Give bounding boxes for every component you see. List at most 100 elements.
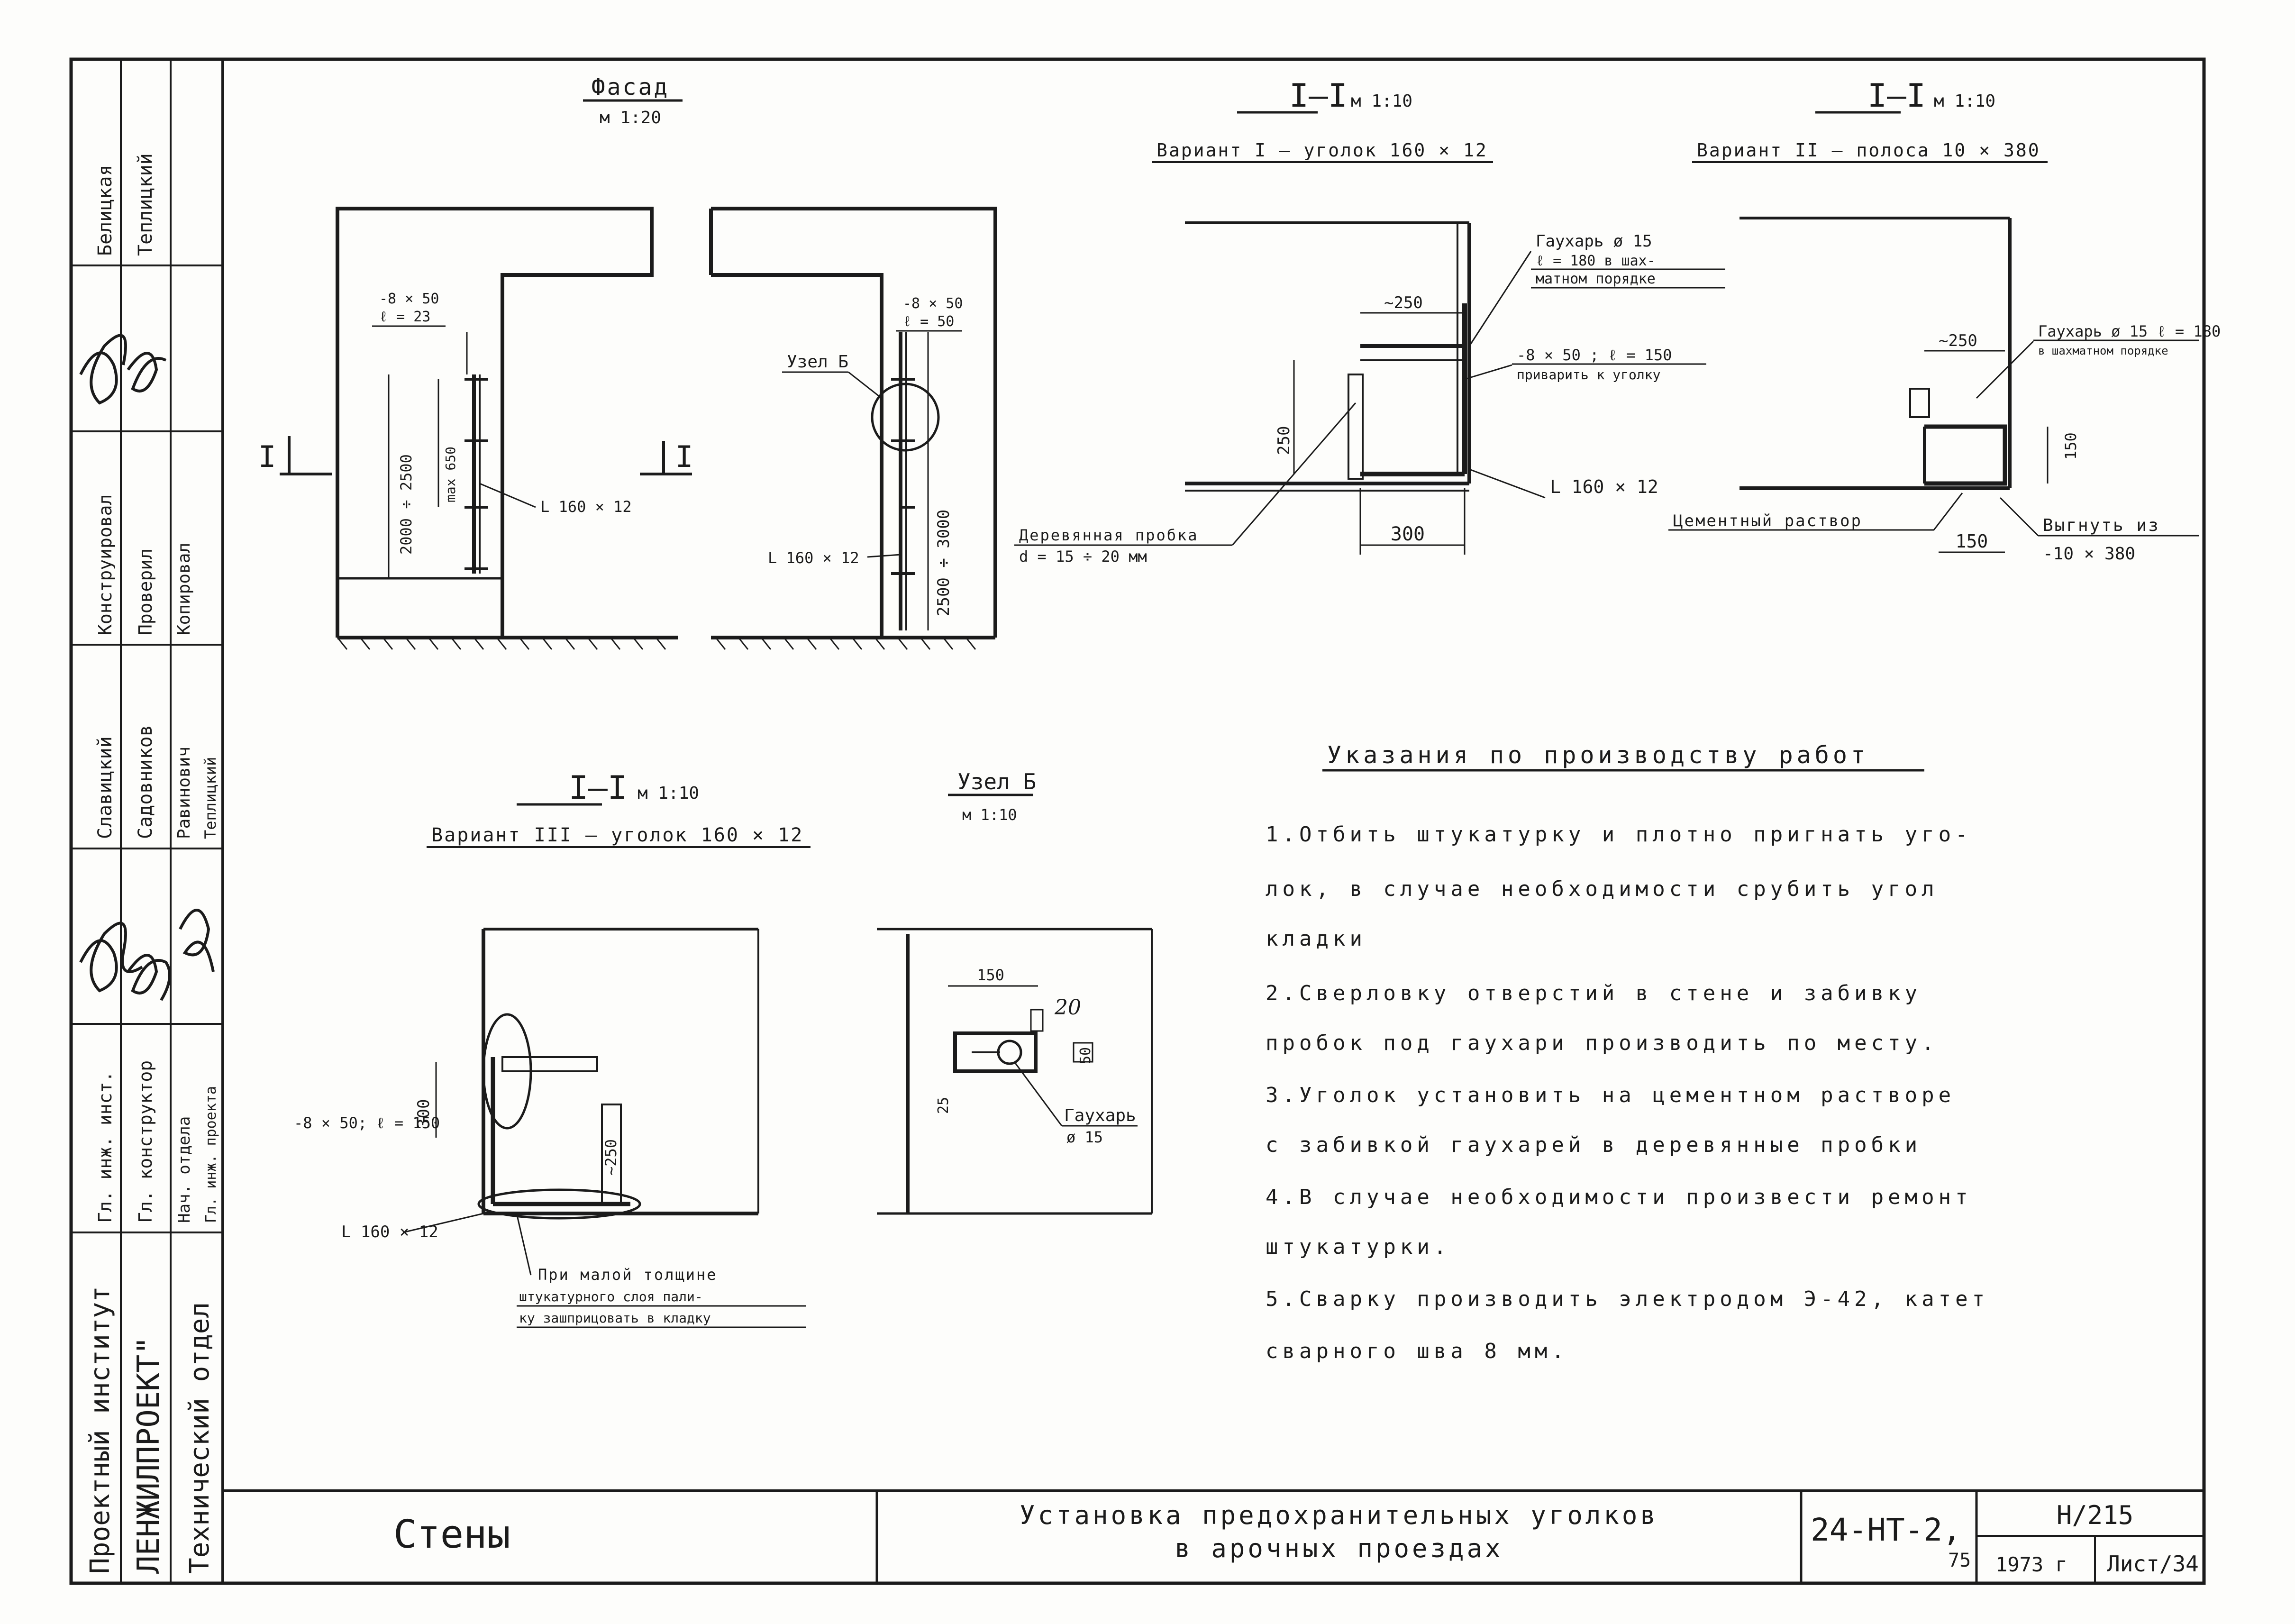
instructions: Указания по производству работ 1.Отбить … [1266, 741, 1989, 1363]
node-b-detail: Узел Б м 1:10 150 20 50 25 Гаухарь ø 15 [877, 769, 1153, 1215]
v1-scale: м 1:10 [1351, 91, 1412, 111]
stamp-institute: Проектный институт [85, 1286, 116, 1574]
node-b-gauge2: ø 15 [1066, 1128, 1103, 1146]
v3-angle: L 160 × 12 [341, 1223, 438, 1241]
instruction-line-5: пробок под гаухари производить по месту. [1266, 1031, 1939, 1055]
stamp-name-2: Садовников [135, 725, 156, 839]
stamp-role-2: Гл. конструктор [135, 1060, 156, 1223]
instruction-line-6: 3.Уголок установить на цементном раствор… [1266, 1083, 1955, 1107]
v1-dim-v: 250 [1275, 426, 1293, 455]
v1-dim-250: ~250 [1384, 293, 1423, 312]
instruction-line-4: 2.Сверловку отверстий в стене и забивку [1266, 981, 1922, 1005]
instruction-line-1: 1.Отбить штукатурку и плотно пригнать уг… [1266, 822, 1972, 847]
v2-mortar: Цементный раствор [1673, 511, 1862, 530]
facade-height-right: 2500 ÷ 3000 [934, 510, 953, 616]
v1-strip2: приварить к уголку [1517, 367, 1660, 383]
signature-5 [127, 352, 167, 392]
stamp-role-3: Нач. отдела [175, 1116, 194, 1223]
sheet-frame [69, 57, 2206, 1585]
instruction-line-11: сварного шва 8 мм. [1266, 1339, 1568, 1363]
stamp-role2-1: Конструировал [95, 494, 116, 635]
node-b-dim-150: 150 [977, 966, 1004, 984]
v3-dim-300: 300 [414, 1099, 433, 1128]
facade-scale: м 1:20 [600, 108, 661, 128]
v1-plug2: d = 15 ÷ 20 мм [1019, 547, 1147, 566]
title-line-2: в арочных проездах [1175, 1533, 1503, 1563]
title-block: Стены Установка предохранительных уголко… [393, 1500, 2199, 1577]
node-b-title: Узел Б [957, 769, 1036, 794]
v1-variant: Вариант I – уголок 160 × 12 [1157, 140, 1488, 161]
node-b-dim-50: 50 [1077, 1047, 1094, 1064]
instruction-line-10: 5.Сварку производить электродом Э-42, ка… [1266, 1287, 1989, 1311]
stamp-name-4: Теплицкий [201, 757, 219, 839]
node-b-dim-20: 20 [1054, 995, 1081, 1020]
facade-spacing: max 650 [443, 447, 458, 502]
v3-title: I–I [569, 769, 627, 807]
stamp-dept: Технический отдел [184, 1302, 215, 1574]
stamp-role-1: Гл. инж. инст. [95, 1071, 116, 1223]
instructions-heading: Указания по производству работ [1327, 741, 1869, 769]
v3-note-2: штукатурного слоя пали- [519, 1289, 703, 1305]
v3-strip: -8 × 50; ℓ = 150 [294, 1114, 440, 1132]
v2-dim-v: 150 [2062, 432, 2080, 460]
facade-title: Фасад [592, 74, 670, 100]
stamp-org: ЛЕНЖИЛПРОЕКТ" [131, 1336, 166, 1574]
signature-1 [79, 921, 143, 993]
facade-cut-mark-left: I [258, 439, 276, 474]
v2-variant: Вариант II – полоса 10 × 380 [1697, 140, 2040, 161]
stamp-name-1: Славицкий [94, 736, 116, 839]
facade-view: Фасад м 1:20 -8 × 50 ℓ = 23 2000 ÷ 2500 … [258, 74, 997, 650]
facade-strip-top: -8 × 50 [379, 291, 439, 307]
v2-dim-150: 150 [1956, 531, 1988, 552]
facade-strip-right: -8 × 50 [903, 295, 963, 312]
instruction-line-8: 4.В случае необходимости произвести ремо… [1266, 1185, 1972, 1209]
v1-gauge3: матном порядке [1536, 271, 1656, 287]
v2-scale: м 1:10 [1934, 91, 1995, 111]
v2-bend: Выгнуть из [2043, 516, 2160, 535]
section-variant-1: I–I м 1:10 Вариант I – уголок 160 × 12 Г… [1014, 77, 1725, 566]
title-series: 24-НТ-2, [1811, 1512, 1961, 1548]
facade-angle-right: L 160 × 12 [768, 549, 859, 567]
stamp-role2-3: Копировал [174, 543, 194, 635]
v3-note-1: При малой толщине [538, 1266, 718, 1284]
stamp-name2-2: Теплицкий [135, 153, 156, 256]
title-section: Стены [393, 1512, 510, 1557]
signature-2 [127, 954, 171, 1001]
v2-gauge: Гаухарь ø 15 ℓ = 180 [2038, 322, 2221, 340]
instruction-line-2: лок, в случае необходимости срубить угол [1266, 877, 1939, 901]
title-sheet: Лист/34 [2107, 1551, 2199, 1577]
stamp-name-3: Равинович [174, 747, 194, 839]
instruction-line-7: с забивкой гаухарей в деревянные пробки [1266, 1133, 1922, 1157]
v1-strip: -8 × 50 ; ℓ = 150 [1517, 346, 1672, 364]
side-stamp: Проектный институт ЛЕНЖИЛПРОЕКТ" Техниче… [71, 59, 223, 1583]
title-series-suffix: 75 [1948, 1550, 1971, 1571]
title-line-1: Установка предохранительных уголков [1020, 1500, 1658, 1530]
section-variant-2: I–I м 1:10 Вариант II – полоса 10 × 380 … [1668, 77, 2221, 564]
v1-plug: Деревянная пробка [1019, 526, 1199, 544]
title-number: Н/215 [2057, 1500, 2134, 1530]
v3-scale: м 1:10 [638, 784, 699, 803]
v1-title: I–I [1289, 77, 1348, 115]
facade-node-ref: Узел Б [787, 352, 848, 372]
node-b-scale: м 1:10 [962, 806, 1017, 824]
signature-3 [179, 909, 215, 972]
v2-bend2: -10 × 380 [2043, 544, 2135, 564]
node-b-dim-25: 25 [935, 1097, 952, 1114]
facade-height-left: 2000 ÷ 2500 [397, 454, 415, 555]
facade-strip-right2: ℓ = 50 [903, 313, 954, 330]
stamp-role2-2: Проверил [135, 548, 156, 635]
facade-cut-mark: I [675, 439, 693, 474]
v2-title: I–I [1867, 77, 1926, 115]
v3-variant: Вариант III – уголок 160 × 12 [431, 824, 803, 846]
signature-4 [79, 334, 127, 405]
v3-dim-250: ~250 [602, 1139, 620, 1176]
v1-dim-300: 300 [1391, 523, 1425, 545]
v1-angle: L 160 × 12 [1550, 476, 1658, 497]
v2-dim-250: ~250 [1939, 331, 1977, 350]
title-year: 1973 г [1995, 1553, 2067, 1576]
section-variant-3: I–I м 1:10 Вариант III – уголок 160 × 12… [294, 769, 811, 1328]
stamp-name2-1: Белицкая [94, 164, 116, 256]
v3-note-3: ку зашприцовать в кладку [519, 1310, 711, 1326]
v1-gauge2: ℓ = 180 в шах- [1536, 253, 1656, 269]
